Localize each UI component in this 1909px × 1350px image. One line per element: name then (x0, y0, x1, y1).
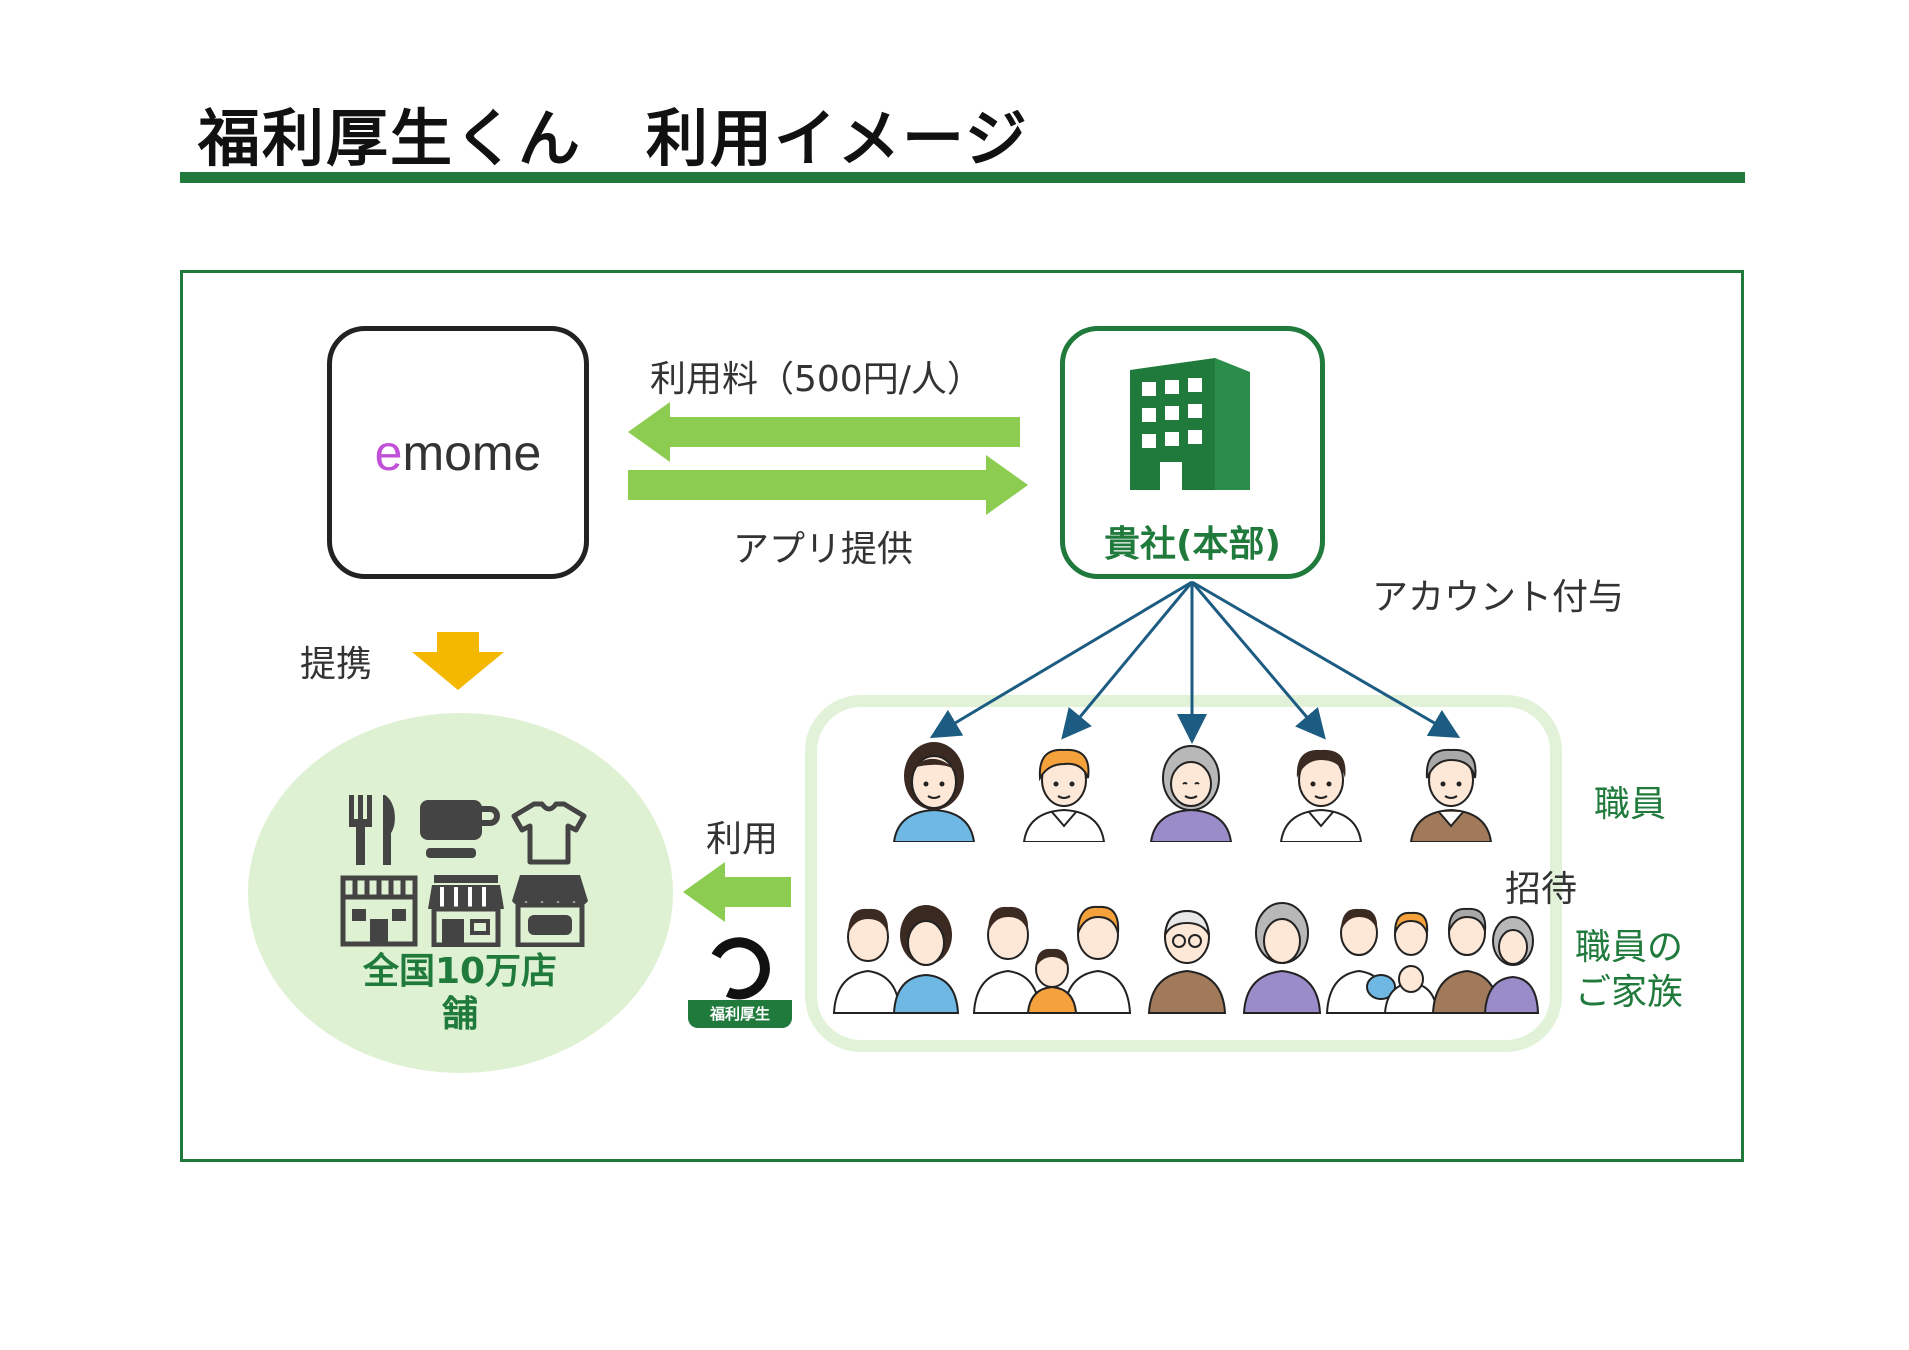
staff-avatar-woman (892, 742, 976, 842)
diagram-frame (180, 270, 1744, 1162)
family-grandfather-illustration (1147, 909, 1227, 1014)
hq-box (1060, 326, 1325, 579)
family-label: 職員の ご家族 (1575, 925, 1683, 1015)
t-shirt-icon (511, 801, 587, 865)
market-stall-icon (428, 875, 504, 947)
coffee-cup-icon (420, 800, 500, 858)
account-grant-label: アカウント付与 (1372, 577, 1625, 618)
family-label-line1: 職員の (1575, 927, 1684, 968)
app-provision-label: アプリ提供 (733, 529, 914, 570)
staff-avatar-young-man (1022, 748, 1106, 842)
emome-logo-prefix: e (374, 424, 403, 481)
family-grandmother-illustration (1242, 902, 1322, 1014)
emome-logo-text: mome (402, 424, 542, 481)
use-arrow-left (683, 862, 791, 922)
shop-awning-icon (512, 875, 588, 947)
family-label-line2: ご家族 (1575, 972, 1684, 1013)
partner-arrow-down (412, 632, 504, 690)
stores-label: 全国10万店 舗 (300, 950, 620, 1036)
stores-label-line2: 舗 (441, 994, 478, 1036)
invite-label: 招待 (1505, 869, 1578, 910)
title-underline (180, 172, 1745, 183)
fee-arrow-left (628, 402, 1020, 462)
office-building-icon (1130, 358, 1250, 490)
hq-label: 貴社(本部) (1104, 524, 1281, 565)
staff-avatar-older-man (1409, 748, 1493, 842)
family-parents-child-illustration (972, 905, 1132, 1014)
welfare-app-badge-label: 福利厚生 (688, 1000, 792, 1028)
stores-label-line1: 全国10万店 (362, 951, 558, 992)
family-three-generations-illustration (1325, 907, 1540, 1014)
staff-avatar-man (1279, 749, 1363, 842)
staff-label: 職員 (1594, 784, 1667, 825)
fee-label: 利用料（500円/人） (650, 359, 983, 400)
app-arrow-right (628, 455, 1028, 515)
family-couple-illustration (832, 905, 960, 1014)
partner-label: 提携 (300, 644, 373, 685)
use-label: 利用 (706, 819, 779, 860)
store-front-icon (340, 875, 418, 947)
welfare-app-icon (711, 937, 770, 1000)
staff-avatar-older-woman (1149, 745, 1233, 842)
page-title: 福利厚生くん 利用イメージ (198, 102, 1029, 175)
fork-knife-icon (349, 795, 395, 865)
